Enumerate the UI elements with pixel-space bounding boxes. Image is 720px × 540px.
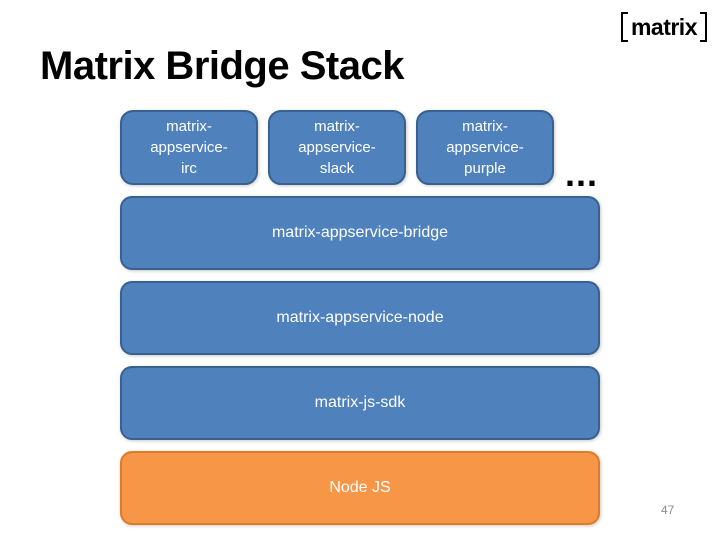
more-bridges-ellipsis: ... bbox=[564, 153, 598, 194]
stack-diagram: matrix- appservice- irc matrix- appservi… bbox=[120, 110, 600, 536]
matrix-logo-text: matrix bbox=[630, 14, 698, 40]
appservice-bridges-row: matrix- appservice- irc matrix- appservi… bbox=[120, 110, 600, 192]
layer-matrix-appservice-bridge: matrix-appservice-bridge bbox=[120, 196, 600, 270]
page-number: 47 bbox=[661, 503, 675, 517]
right-bracket-icon bbox=[700, 12, 707, 42]
layer-node-js: Node JS bbox=[120, 451, 600, 525]
layer-matrix-appservice-node: matrix-appservice-node bbox=[120, 281, 600, 355]
layer-matrix-js-sdk: matrix-js-sdk bbox=[120, 366, 600, 440]
box-matrix-appservice-purple: matrix- appservice- purple bbox=[416, 110, 554, 185]
left-bracket-icon bbox=[620, 12, 628, 42]
page-title: Matrix Bridge Stack bbox=[40, 44, 404, 88]
box-matrix-appservice-irc: matrix- appservice- irc bbox=[120, 110, 258, 185]
box-matrix-appservice-slack: matrix- appservice- slack bbox=[268, 110, 406, 185]
matrix-logo: matrix bbox=[620, 11, 707, 43]
